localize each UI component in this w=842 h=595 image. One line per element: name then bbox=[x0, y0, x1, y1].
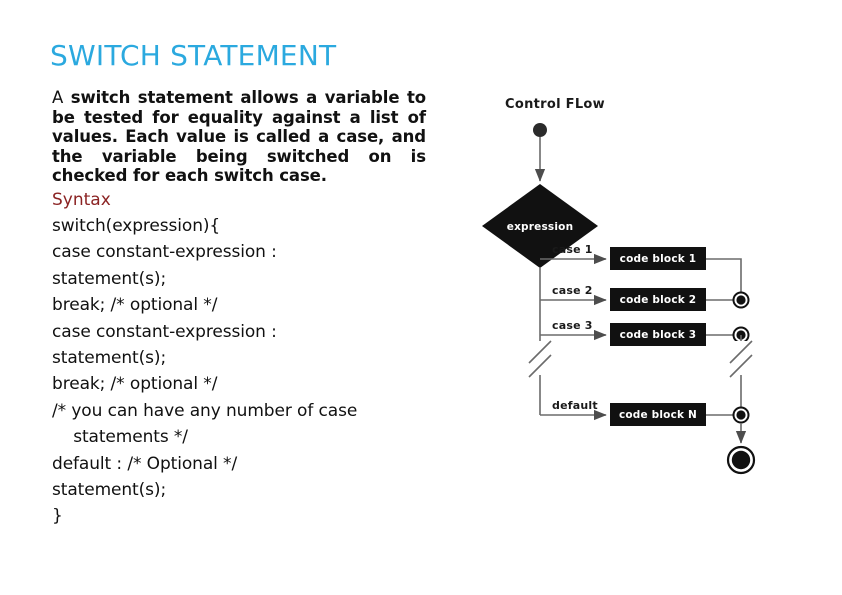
code-block-2-label: code block 2 bbox=[620, 294, 697, 306]
paragraph-line: the variable being switched on is bbox=[52, 147, 426, 167]
code-block-n-label: code block N bbox=[619, 409, 697, 421]
paragraph-word: to bbox=[406, 88, 426, 107]
paragraph-line: A switch statement allows a variable to bbox=[52, 88, 426, 108]
paragraph-word: against bbox=[271, 107, 341, 127]
case-label-1: case 1 bbox=[552, 243, 593, 256]
control-flow-diagram: Control FLow expression bbox=[470, 85, 810, 495]
paragraph-word: called bbox=[256, 127, 311, 147]
paragraph-word: a bbox=[349, 107, 361, 127]
initial-state-node bbox=[533, 123, 547, 137]
merge-node-3 bbox=[732, 406, 750, 424]
paragraph-word: A bbox=[52, 88, 64, 107]
code-block-1-label: code block 1 bbox=[620, 253, 697, 265]
code-block-2 bbox=[610, 288, 706, 311]
diagram-caption: Control FLow bbox=[505, 97, 605, 112]
paragraph-word: being bbox=[195, 146, 248, 166]
code-block-n bbox=[610, 403, 706, 426]
paragraph-word: switched bbox=[266, 146, 350, 166]
paragraph-word: is bbox=[410, 146, 426, 166]
edge-block-1-merge bbox=[706, 258, 742, 300]
paragraph-word: case, bbox=[336, 127, 385, 147]
paragraph-word: is bbox=[233, 127, 249, 147]
paragraph-word: a bbox=[306, 88, 318, 107]
decision-label: expression bbox=[507, 221, 574, 233]
case-label-default: default bbox=[552, 399, 598, 412]
paragraph-word: and bbox=[391, 127, 427, 147]
paragraph-word: on bbox=[368, 146, 392, 166]
paragraph-word: a bbox=[318, 127, 330, 147]
merge-node-1 bbox=[732, 291, 750, 309]
code-block-3 bbox=[610, 323, 706, 346]
case-label-3: case 3 bbox=[552, 319, 593, 332]
code-line: statements */ bbox=[52, 427, 188, 448]
paragraph-word: equality bbox=[187, 107, 263, 127]
syntax-heading: Syntax bbox=[52, 189, 111, 210]
code-line: default : /* Optional */ bbox=[52, 453, 238, 474]
paragraph-line: checked for each switch case. bbox=[52, 166, 327, 186]
code-block-1 bbox=[610, 247, 706, 270]
break-mark-left bbox=[528, 340, 552, 378]
flowchart-svg: expression case 1 code block 1 case 2 co… bbox=[482, 123, 756, 475]
paragraph-word: tested bbox=[83, 107, 144, 127]
paragraph-line: values. Each value is called a case, and bbox=[52, 127, 426, 147]
final-state-node bbox=[726, 445, 756, 475]
paragraph-word: variable bbox=[324, 88, 400, 107]
break-mark-right bbox=[729, 340, 753, 378]
paragraph-word: variable bbox=[101, 146, 177, 166]
case-label-2: case 2 bbox=[552, 284, 593, 297]
code-line: statement(s); bbox=[52, 480, 167, 501]
paragraph-word: be bbox=[52, 107, 75, 127]
code-line: break; /* optional */ bbox=[52, 295, 218, 316]
paragraph-word: allows bbox=[240, 88, 299, 107]
code-line: statement(s); bbox=[52, 348, 167, 368]
paragraph-word: of bbox=[407, 107, 426, 127]
paragraph-word: for bbox=[152, 107, 179, 127]
paragraph-word: values. bbox=[52, 127, 118, 147]
code-line: } bbox=[52, 506, 63, 527]
paragraph-word: list bbox=[369, 107, 399, 127]
code-line: break; /* optional */ bbox=[52, 374, 218, 395]
paragraph-word: switch bbox=[70, 88, 131, 107]
text-column: A switch statement allows a variable to … bbox=[52, 88, 430, 530]
paragraph-word: Each bbox=[125, 127, 169, 147]
code-line: statement(s); bbox=[52, 268, 167, 289]
paragraph-word: value bbox=[176, 127, 227, 147]
paragraph-word: statement bbox=[137, 88, 233, 107]
code-line: switch(expression){ bbox=[52, 215, 221, 236]
paragraph-line: be tested for equality against a list of bbox=[52, 108, 426, 128]
decision-diamond bbox=[482, 184, 598, 268]
paragraph-word: the bbox=[52, 146, 83, 166]
page-title: SWITCH STATEMENT bbox=[50, 39, 337, 72]
code-line: case constant-expression : bbox=[52, 321, 277, 342]
code-line: case constant-expression : bbox=[52, 242, 277, 263]
code-block-3-label: code block 3 bbox=[620, 329, 697, 341]
code-line: /* you can have any number of case bbox=[52, 400, 358, 421]
